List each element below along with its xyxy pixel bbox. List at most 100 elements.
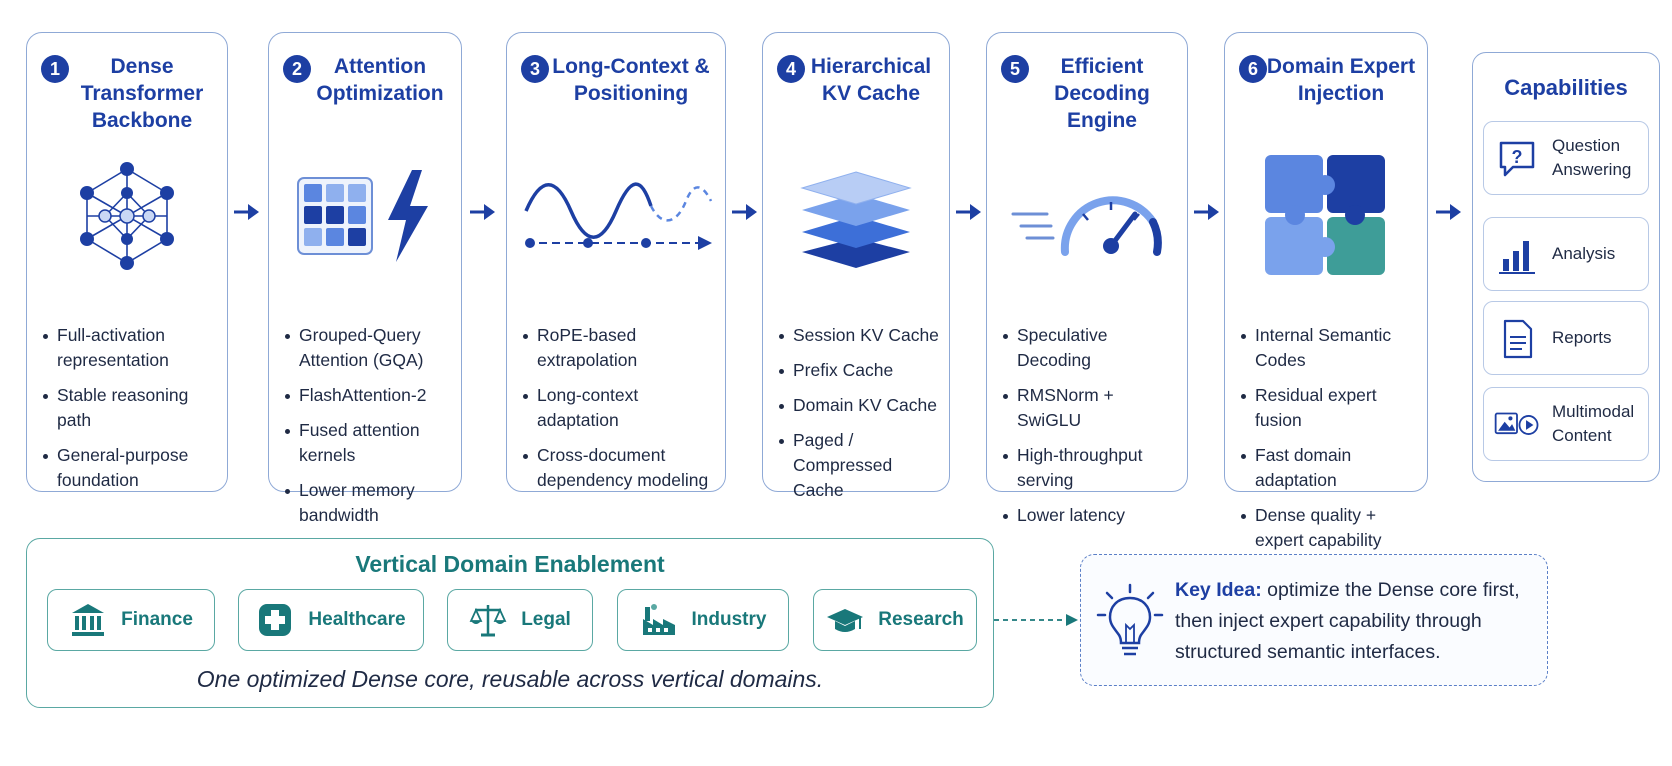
stage-bullet-list: Grouped-Query Attention (GQA) FlashAtten… (283, 323, 453, 538)
stage-bullet-list: RoPE-based extrapolation Long-context ad… (521, 323, 717, 503)
list-item: RoPE-based extrapolation (521, 323, 717, 373)
stage-title: Domain Expert Injection (1266, 55, 1416, 105)
list-item: Prefix Cache (777, 358, 941, 383)
flow-arrow-icon (234, 204, 259, 220)
domain-research: Research (813, 589, 977, 651)
wave-position-icon (507, 151, 725, 281)
image-play-icon (1494, 402, 1540, 448)
domain-label: Research (878, 609, 964, 630)
stage-number-badge: 4 (777, 55, 805, 83)
svg-text:?: ? (1512, 147, 1523, 167)
list-item: Fast domain adaptation (1239, 443, 1419, 493)
capability-analysis: Analysis (1483, 217, 1649, 291)
vertical-domain-title: Vertical Domain Enablement (355, 551, 665, 577)
capability-question-answering: ? Question Answering (1483, 121, 1649, 195)
list-item: Speculative Decoding (1001, 323, 1179, 373)
network-graph-icon (27, 151, 227, 281)
dashed-connector-arrow-icon (994, 614, 1078, 626)
capability-label: Multimodal Content (1552, 402, 1635, 445)
list-item: High-throughput serving (1001, 443, 1179, 493)
stage-header: 2 Attention Optimization (279, 53, 451, 143)
attention-grid-lightning-icon (269, 151, 461, 281)
puzzle-icon (1225, 151, 1427, 281)
key-idea-callout: Key Idea: optimize the Dense core first,… (1080, 554, 1548, 686)
capability-multimodal-content: Multimodal Content (1483, 387, 1649, 461)
stage-number-badge: 1 (41, 55, 69, 83)
stage-number-badge: 5 (1001, 55, 1029, 83)
bar-chart-icon (1494, 232, 1540, 278)
capability-label: Reports (1552, 328, 1612, 347)
key-idea-body: optimize the Dense core first, then inje… (1175, 579, 1520, 663)
stage-header: 6 Domain Expert Injection (1235, 53, 1417, 143)
factory-icon (640, 601, 678, 639)
key-idea-label: Key Idea: (1175, 579, 1262, 601)
stage-card-6: 6 Domain Expert Injection Internal Seman… (1224, 32, 1428, 550)
capability-label: Analysis (1552, 244, 1616, 263)
list-item: Lower latency (1001, 503, 1179, 528)
domain-healthcare: Healthcare (238, 589, 424, 651)
stage-title: Long-Context & Positioning (552, 55, 710, 105)
question-bubble-icon: ? (1494, 136, 1540, 182)
list-item: Session KV Cache (777, 323, 941, 348)
stage-title: Efficient Decoding Engine (1054, 55, 1150, 132)
flow-arrow-icon (1436, 204, 1461, 220)
stage-card-2: 2 Attention Optimization Grouped-Query A… (268, 32, 462, 525)
stage-number-badge: 3 (521, 55, 549, 83)
medical-cross-icon (256, 601, 294, 639)
domain-label: Healthcare (308, 609, 406, 630)
list-item: Lower memory bandwidth (283, 478, 453, 528)
bank-icon (69, 601, 107, 639)
speedometer-icon (987, 151, 1187, 281)
list-item: Dense quality + expert capability (1239, 503, 1419, 553)
list-item: RMSNorm + SwiGLU (1001, 383, 1179, 433)
list-item: General-purpose foundation (41, 443, 219, 493)
stage-header: 3 Long-Context & Positioning (517, 53, 715, 143)
stage-bullet-list: Full-activation representation Stable re… (41, 323, 219, 503)
domain-finance: Finance (47, 589, 215, 651)
stage-card-5: 5 Efficient Decoding Engine Speculative … (986, 32, 1188, 525)
scales-icon (469, 601, 507, 639)
capabilities-title: Capabilities (1504, 75, 1628, 100)
domain-label: Finance (121, 609, 193, 630)
list-item: Residual expert fusion (1239, 383, 1419, 433)
stage-title: Hierarchical KV Cache (810, 55, 932, 105)
lightbulb-icon (1095, 583, 1165, 663)
domain-label: Legal (521, 609, 571, 630)
flow-arrow-icon (1194, 204, 1219, 220)
domain-label: Industry (691, 609, 767, 630)
list-item: FlashAttention-2 (283, 383, 453, 408)
flow-arrow-icon (470, 204, 495, 220)
domain-industry: Industry (617, 589, 789, 651)
stage-header: 4 Hierarchical KV Cache (773, 53, 939, 143)
stage-bullet-list: Session KV Cache Prefix Cache Domain KV … (777, 323, 941, 513)
stage-number-badge: 6 (1239, 55, 1267, 83)
stage-title: Dense Transformer Backbone (80, 55, 204, 132)
domain-legal: Legal (447, 589, 593, 651)
stage-title: Attention Optimization (316, 55, 444, 105)
stage-header: 1 Dense Transformer Backbone (37, 53, 217, 143)
list-item: Stable reasoning path (41, 383, 219, 433)
stage-card-3: 3 Long-Context & Positioning RoPE-based … (506, 32, 726, 492)
capability-reports: Reports (1483, 301, 1649, 375)
stage-header: 5 Efficient Decoding Engine (997, 53, 1177, 143)
list-item: Grouped-Query Attention (GQA) (283, 323, 453, 373)
list-item: Paged / Compressed Cache (777, 428, 941, 503)
stage-card-4: 4 Hierarchical KV Cache Session KV Cache… (762, 32, 950, 500)
list-item: Domain KV Cache (777, 393, 941, 418)
stage-number-badge: 2 (283, 55, 311, 83)
stacked-layers-icon (763, 151, 949, 281)
stage-bullet-list: Speculative Decoding RMSNorm + SwiGLU Hi… (1001, 323, 1179, 538)
stage-bullet-list: Internal Semantic Codes Residual expert … (1239, 323, 1419, 563)
list-item: Cross-document dependency modeling (521, 443, 717, 493)
capabilities-panel: Capabilities ? Question Answering Analys… (1472, 52, 1660, 482)
list-item: Fused attention kernels (283, 418, 453, 468)
document-icon (1494, 316, 1540, 362)
stage-card-1: 1 Dense Transformer Backbone (26, 32, 228, 492)
vertical-domain-caption: One optimized Dense core, reusable acros… (196, 666, 824, 692)
capability-label: Question Answering (1552, 136, 1632, 179)
vertical-domain-panel: Vertical Domain Enablement Finance Healt… (26, 538, 994, 708)
list-item: Long-context adaptation (521, 383, 717, 433)
flow-arrow-icon (956, 204, 981, 220)
list-item: Full-activation representation (41, 323, 219, 373)
list-item: Internal Semantic Codes (1239, 323, 1419, 373)
